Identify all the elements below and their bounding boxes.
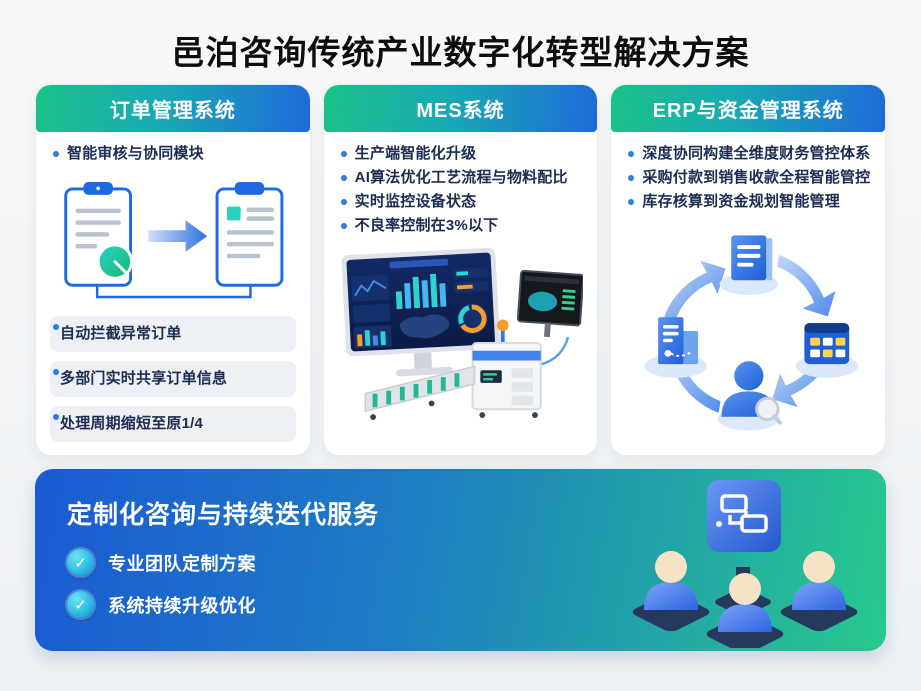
service-banner: 定制化咨询与持续迭代服务 ✓ 专业团队定制方案 ✓ 系统持续升级优化: [35, 469, 886, 651]
card-mes-system: MES系统 生产端智能化升级 AI算法优化工艺流程与物料配比 实时监控设备状态 …: [322, 84, 599, 456]
page-title: 邑泊咨询传统产业数字化转型解决方案: [171, 34, 750, 71]
check-icon: ✓: [67, 549, 94, 576]
donut-gauge-widget: [456, 302, 488, 334]
cycle-arrows-icon: [644, 234, 859, 430]
document-icon: [719, 234, 779, 295]
person-icon: [706, 573, 784, 648]
clipboard-document-icon: [64, 181, 134, 287]
person-icon: [780, 551, 858, 632]
service-item-label: 专业团队定制方案: [108, 553, 256, 574]
highlight-box: 处理周期缩短至原1/4: [50, 406, 296, 442]
calculator-icon: [795, 322, 859, 378]
order-documents-flow-illustration: [50, 166, 296, 315]
order-highlights: 自动拦截异常订单 多部门实时共享订单信息 处理周期缩短至原1/4: [50, 315, 296, 443]
card-header-erp: ERP与资金管理系统: [611, 85, 886, 132]
service-item: ✓ 系统持续升级优化: [67, 591, 616, 618]
factory-monitoring-illustration: [338, 238, 584, 443]
finance-cycle-illustration: [625, 214, 871, 443]
highlight-box: 自动拦截异常订单: [50, 316, 296, 352]
secondary-monitor: [516, 269, 584, 337]
clipboard-flow-icon: [64, 181, 284, 298]
arrow-right-icon: [148, 219, 208, 252]
mes-bullet: 生产端智能化升级: [338, 143, 584, 165]
service-item-label: 系统持续升级优化: [108, 595, 256, 616]
person-icon: [632, 551, 710, 632]
main-dashboard-monitor: [341, 247, 500, 376]
banner-title: 定制化咨询与持续迭代服务: [67, 501, 380, 529]
solution-columns: 订单管理系统 智能审核与协同模块: [35, 84, 887, 456]
card-header-mes: MES系统: [323, 85, 598, 132]
beacon-light-icon: [496, 319, 509, 331]
cable-line: [540, 336, 569, 366]
erp-bullet: 库存核算到资金规划智能管理: [625, 191, 871, 213]
bar-chart-widget: [395, 273, 447, 309]
mes-bullet: 不良率控制在3%以下: [338, 215, 584, 237]
mes-bullet: AI算法优化工艺流程与物料配比: [338, 167, 584, 189]
highlight-box: 多部门实时共享订单信息: [50, 361, 296, 397]
order-bullet: 智能审核与协同模块: [50, 143, 296, 165]
mes-bullet: 实时监控设备状态: [338, 191, 584, 213]
world-map-widget: [399, 313, 450, 338]
team-board-icon: [632, 480, 858, 648]
person-search-icon: [717, 360, 783, 430]
clipboard-document-icon: [215, 181, 284, 287]
service-item: ✓ 专业团队定制方案: [67, 549, 616, 576]
erp-bullet: 采购付款到销售收款全程智能管控: [625, 167, 871, 189]
dashboard-monitor-icon: [341, 247, 584, 420]
conveyor-belt-icon: [364, 364, 538, 420]
erp-bullet: 深度协同构建全维度财务管控体系: [625, 143, 871, 165]
card-order-management: 订单管理系统 智能审核与协同模块: [35, 84, 311, 456]
team-collaboration-illustration: [616, 469, 886, 651]
card-erp-system: ERP与资金管理系统 深度协同构建全维度财务管控体系 采购付款到销售收款全程智能…: [610, 84, 887, 456]
server-icon: [644, 316, 708, 378]
check-icon: ✓: [67, 591, 94, 618]
connector-line: [95, 282, 252, 298]
card-header-order: 订单管理系统: [36, 85, 310, 132]
